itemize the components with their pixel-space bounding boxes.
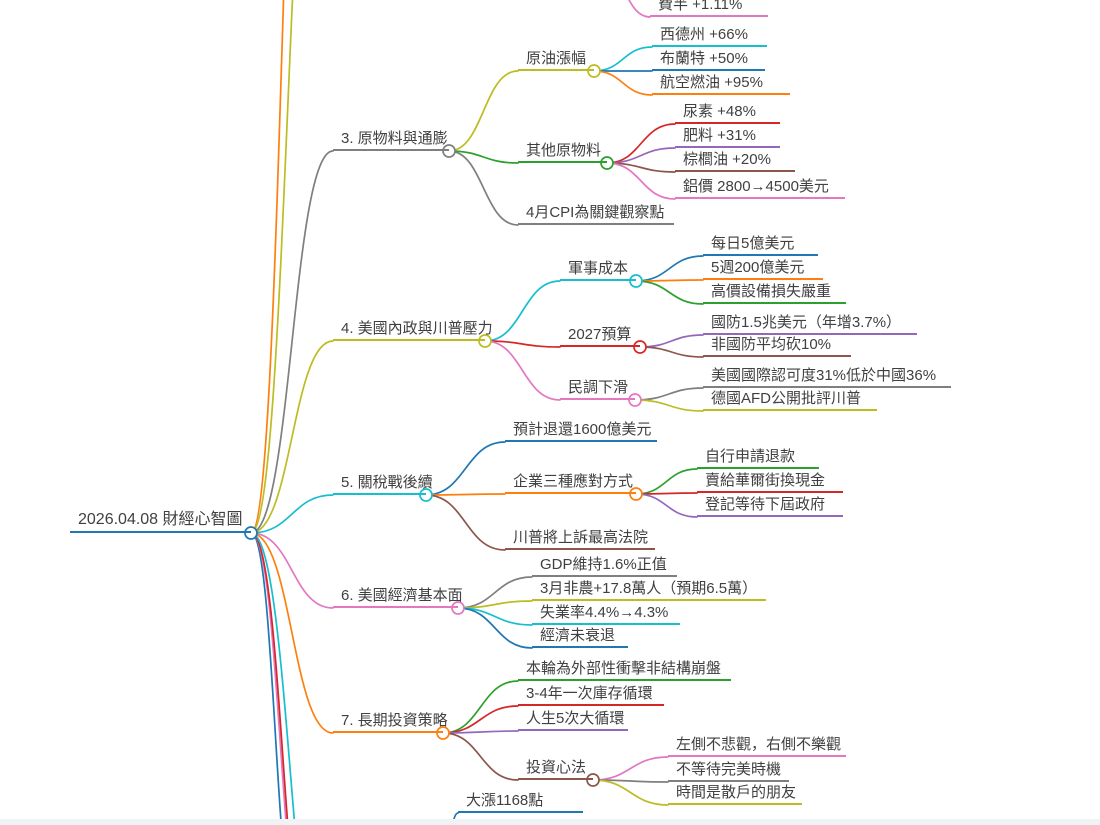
link-b5 bbox=[250, 494, 334, 534]
link-b3c1 bbox=[448, 70, 519, 152]
link-b3 bbox=[250, 150, 334, 534]
link-b7c1 bbox=[442, 680, 519, 734]
mindmap-node-b6c4[interactable]: 經濟未衰退 bbox=[532, 627, 628, 648]
mindmap-node-b5c3[interactable]: 川普將上訴最高法院 bbox=[505, 529, 655, 550]
link-b7c4c bbox=[592, 779, 669, 806]
toggle-circle-b3[interactable] bbox=[442, 144, 456, 158]
mindmap-node-b3c2d[interactable]: 鋁價 2800→4500美元 bbox=[675, 178, 845, 199]
mindmap-node-b7c2[interactable]: 3-4年一次庫存循環 bbox=[518, 685, 664, 706]
mindmap-node-b3c1b[interactable]: 布蘭特 +50% bbox=[652, 50, 765, 71]
mindmap-node-b3c2[interactable]: 其他原物料 bbox=[518, 142, 607, 163]
mindmap-node-root[interactable]: 2026.04.08 財經心智圖 bbox=[70, 510, 251, 533]
link-b3c3 bbox=[448, 150, 519, 226]
mindmap-node-b3c1c[interactable]: 航空燃油 +95% bbox=[652, 74, 790, 95]
mindmap-node-b4c2[interactable]: 2027預算 bbox=[560, 326, 640, 347]
link-b6c4 bbox=[457, 607, 533, 649]
link-b4c2 bbox=[484, 340, 561, 348]
offscreen-branch-1-link bbox=[250, 0, 285, 534]
mindmap-node-b4c1b[interactable]: 5週200億美元 bbox=[703, 259, 823, 280]
mindmap-node-b4[interactable]: 4. 美國內政與川普壓力 bbox=[333, 320, 493, 341]
link-b3c1c bbox=[593, 70, 653, 96]
mindmap-node-b7c4a[interactable]: 左側不悲觀，右側不樂觀 bbox=[668, 736, 846, 757]
link-b5c3 bbox=[425, 494, 506, 551]
mindmap-node-b5c2a[interactable]: 自行申請退款 bbox=[697, 448, 819, 469]
link-b5c2 bbox=[425, 493, 506, 496]
toggle-circle-b5[interactable] bbox=[419, 488, 433, 502]
offscreen-branch-2-link bbox=[250, 0, 294, 534]
link-b6 bbox=[250, 532, 334, 609]
link-b7 bbox=[250, 532, 334, 734]
mindmap-node-b5[interactable]: 5. 關稅戰後續 bbox=[333, 474, 433, 495]
mindmap-node-b4c3[interactable]: 民調下滑 bbox=[560, 379, 635, 400]
toggle-circle-b7c4[interactable] bbox=[586, 773, 600, 787]
offscreen-branch-10-link bbox=[250, 532, 289, 825]
mindmap-node-b5c2c[interactable]: 登記等待下屆政府 bbox=[697, 496, 843, 517]
toggle-circle-b4c3[interactable] bbox=[628, 393, 642, 407]
toggle-circle-b3c1[interactable] bbox=[587, 64, 601, 78]
offscreen-branch-11-link bbox=[250, 532, 296, 825]
link-b5c1 bbox=[425, 441, 506, 496]
mindmap-node-b7c4c[interactable]: 時間是散戶的朋友 bbox=[668, 784, 802, 805]
mindmap-node-b6[interactable]: 6. 美國經濟基本面 bbox=[333, 587, 463, 608]
link-b3c2 bbox=[448, 150, 519, 164]
link-b5c2c bbox=[635, 493, 698, 518]
link-b3c2d bbox=[606, 162, 676, 200]
link-b8c1 bbox=[451, 812, 459, 825]
link-b7c4 bbox=[442, 732, 519, 781]
mindmap-node-b8c1[interactable]: 大漲1168點 bbox=[458, 792, 583, 813]
toggle-circle-b3c2[interactable] bbox=[600, 156, 614, 170]
mindmap-node-b5c1[interactable]: 預計退還1600億美元 bbox=[505, 421, 657, 442]
link-b4c1 bbox=[484, 280, 561, 342]
mindmap-node-b7[interactable]: 7. 長期投資策略 bbox=[333, 712, 448, 733]
toggle-circle-b4c2[interactable] bbox=[633, 340, 647, 354]
mindmap-node-b4c1[interactable]: 軍事成本 bbox=[560, 260, 636, 281]
mindmap-node-b3c3[interactable]: 4月CPI為關鍵觀察點 bbox=[518, 204, 674, 225]
mindmap-node-b4c2a[interactable]: 國防1.5兆美元（年增3.7%） bbox=[703, 314, 917, 335]
toggle-circle-b4[interactable] bbox=[478, 334, 492, 348]
link-b4c1c bbox=[635, 280, 704, 305]
mindmap-node-b2x[interactable]: 費半 +1.11% bbox=[650, 0, 768, 17]
mindmap-node-b4c1a[interactable]: 每日5億美元 bbox=[703, 235, 818, 256]
toggle-circle-root[interactable] bbox=[244, 526, 258, 540]
mindmap-node-b6c1[interactable]: GDP維持1.6%正值 bbox=[532, 556, 677, 577]
mindmap-node-b6c2[interactable]: 3月非農+17.8萬人（預期6.5萬） bbox=[532, 580, 766, 601]
link-b7c3 bbox=[442, 730, 519, 734]
mindmap-node-b3c2c[interactable]: 棕櫚油 +20% bbox=[675, 151, 795, 172]
mindmap-node-b4c3a[interactable]: 美國國際認可度31%低於中國36% bbox=[703, 367, 951, 388]
mindmap-node-b7c3[interactable]: 人生5次大循環 bbox=[518, 710, 628, 731]
link-b2x bbox=[628, 0, 651, 18]
mindmap-node-b3c2a[interactable]: 尿素 +48% bbox=[675, 103, 780, 124]
mindmap-node-b4c3b[interactable]: 德國AFD公開批評川普 bbox=[703, 390, 877, 411]
link-b4c3 bbox=[484, 340, 561, 401]
mindmap-node-b7c1[interactable]: 本輪為外部性衝擊非結構崩盤 bbox=[518, 660, 731, 681]
mindmap-node-b7c4b[interactable]: 不等待完美時機 bbox=[668, 761, 789, 782]
mindmap-node-b7c4[interactable]: 投資心法 bbox=[518, 759, 593, 780]
mindmap-node-b4c2b[interactable]: 非國防平均砍10% bbox=[703, 336, 851, 357]
mindmap-node-b3c1[interactable]: 原油漲幅 bbox=[518, 50, 594, 71]
link-b4c2b bbox=[639, 346, 704, 358]
toggle-circle-b7[interactable] bbox=[436, 726, 450, 740]
link-b4c3b bbox=[634, 399, 704, 412]
horizontal-scrollbar-track[interactable] bbox=[0, 819, 1100, 825]
mindmap-node-b3[interactable]: 3. 原物料與通膨 bbox=[333, 130, 449, 151]
link-b4 bbox=[250, 340, 334, 534]
toggle-circle-b4c1[interactable] bbox=[629, 274, 643, 288]
toggle-circle-b5c2[interactable] bbox=[629, 487, 643, 501]
mindmap-node-b5c2[interactable]: 企業三種應對方式 bbox=[505, 473, 636, 494]
mindmap-node-b4c1c[interactable]: 高價設備損失嚴重 bbox=[703, 283, 846, 304]
mindmap-node-b5c2b[interactable]: 賣給華爾街換現金 bbox=[697, 472, 843, 493]
toggle-circle-b6[interactable] bbox=[451, 601, 465, 615]
mindmap-node-b3c1a[interactable]: 西德州 +66% bbox=[652, 26, 767, 47]
mindmap-node-b6c3[interactable]: 失業率4.4%→4.3% bbox=[532, 604, 680, 625]
offscreen-branch-8-link bbox=[250, 532, 283, 825]
mindmap-node-b3c2b[interactable]: 肥料 +31% bbox=[675, 127, 780, 148]
